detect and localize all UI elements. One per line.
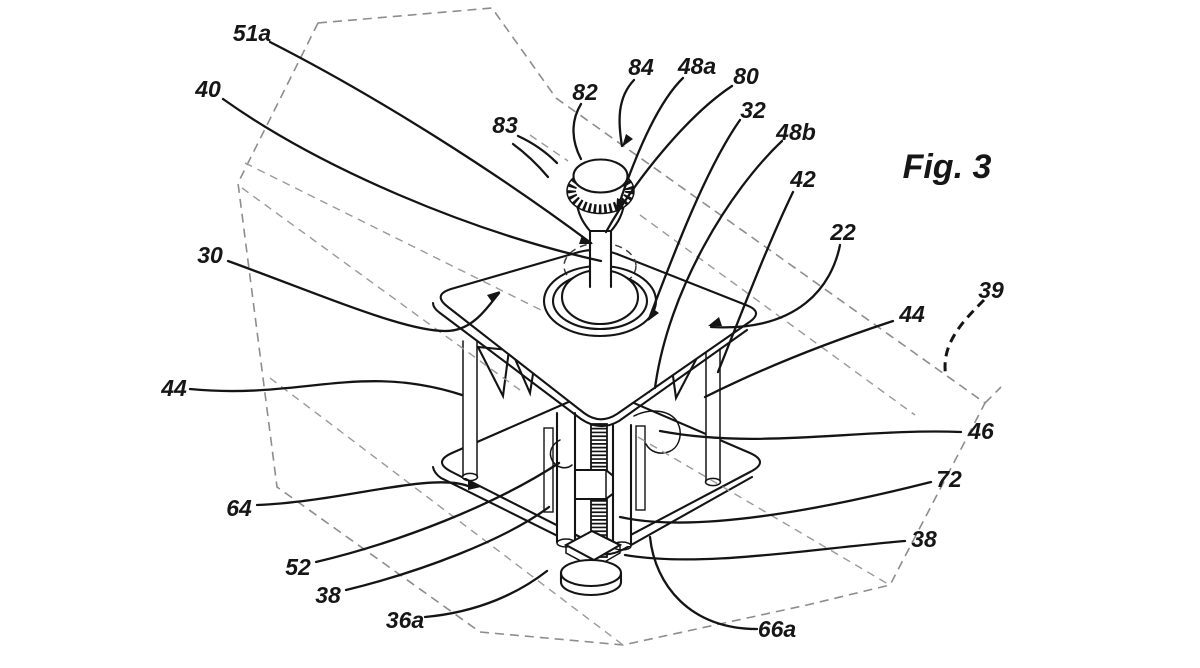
- foot-disc-side: [559, 571, 623, 597]
- leader-72: [618, 480, 933, 524]
- leader-30: [226, 259, 501, 333]
- leader-44-right: [703, 319, 895, 399]
- right-leg-body: [706, 348, 720, 482]
- ref-label-48b: 48b: [775, 119, 816, 145]
- leader-84: [618, 78, 636, 148]
- ref-label-42: 42: [789, 166, 816, 192]
- front-right-post-outline: [611, 423, 633, 547]
- ref-label-30: 30: [197, 242, 223, 268]
- leader-36a: [423, 569, 549, 619]
- arrowhead-22: [708, 317, 722, 326]
- ref-label-44-left: 44: [160, 375, 187, 401]
- phantom-inner-edge-4: [269, 377, 624, 646]
- figure-caption: Fig. 3: [903, 148, 992, 186]
- front-left-post-body: [557, 412, 575, 543]
- phantom-inner-edge-2: [241, 187, 521, 391]
- leader-51a: [268, 40, 593, 245]
- leader-52: [314, 461, 561, 564]
- phantom-inner-edge-1: [244, 162, 546, 313]
- leader-82: [572, 102, 583, 161]
- ref-label-82: 82: [572, 79, 598, 105]
- reference-numerals: Fig. 3 51a 40 30 83 82 84 48a 80 32 48b …: [160, 20, 1004, 642]
- ref-label-64: 64: [226, 495, 252, 521]
- ref-label-66a: 66a: [758, 616, 797, 642]
- shaft-body: [590, 228, 611, 290]
- phantom-inner-edge-3: [529, 134, 916, 416]
- leader-66a: [648, 535, 759, 631]
- lead-screw-assembly: [543, 410, 681, 597]
- foot-disc-top: [559, 558, 623, 588]
- leader-42: [716, 190, 795, 374]
- left-leg-foot: [461, 472, 479, 482]
- arrowhead-51a: [579, 235, 593, 244]
- left-leg-body: [463, 340, 477, 478]
- left-clamp-hook: [549, 439, 573, 469]
- ref-label-44-right: 44: [898, 301, 925, 327]
- phantom-outer-edge: [237, 7, 987, 646]
- leader-38-right: [623, 539, 907, 561]
- top-plate-thickness-edge: [431, 301, 749, 428]
- rear-right-post: [635, 425, 646, 511]
- ref-label-36a: 36a: [386, 607, 425, 633]
- ref-label-52: 52: [285, 554, 311, 580]
- leader-48a: [615, 76, 685, 212]
- leader-46: [658, 429, 963, 440]
- phantom-inner-edge-5: [637, 436, 889, 585]
- ref-label-39: 39: [978, 277, 1004, 303]
- front-left-post-outline: [555, 411, 577, 544]
- joystick-boss-and-knob: [542, 158, 658, 338]
- right-leg-foot: [704, 477, 722, 487]
- arrowhead-64: [468, 481, 481, 490]
- leader-83: [511, 134, 559, 179]
- front-right-post-body: [613, 424, 631, 546]
- knob-top-face: [572, 158, 629, 194]
- ref-label-38-right: 38: [911, 526, 937, 552]
- ref-label-48a: 48a: [677, 53, 717, 79]
- phantom-corner-tick: [984, 386, 1002, 404]
- leader-lines: [188, 40, 986, 631]
- leader-32: [647, 118, 742, 321]
- leader-38-left: [344, 505, 551, 592]
- leader-39-dashed: [943, 298, 986, 378]
- right-leg-outline: [705, 348, 721, 482]
- ref-label-22: 22: [829, 219, 856, 245]
- ref-label-46: 46: [967, 418, 994, 444]
- phantom-housing-outline: [237, 7, 1002, 646]
- leader-22: [709, 243, 842, 329]
- ref-label-40: 40: [194, 76, 221, 102]
- arrowhead-32: [648, 308, 659, 321]
- leader-48b: [653, 139, 784, 390]
- ref-label-32: 32: [740, 97, 766, 123]
- phantom-interior-edges: [241, 134, 916, 646]
- leader-64: [255, 481, 470, 507]
- ref-label-51a: 51a: [233, 20, 272, 46]
- arrowhead-30: [487, 291, 500, 302]
- leader-80: [604, 84, 734, 234]
- ref-label-84: 84: [628, 54, 654, 80]
- left-leg-outline: [462, 340, 478, 477]
- leader-40: [221, 97, 603, 263]
- arrowhead-84: [622, 134, 633, 147]
- right-clamp-hook: [633, 410, 681, 454]
- leader-44-left: [188, 380, 464, 397]
- ref-label-83: 83: [492, 112, 518, 138]
- ref-label-38-left: 38: [315, 582, 341, 608]
- ref-label-72: 72: [936, 466, 962, 492]
- hidden-opening-dashed-circle: [563, 242, 637, 290]
- ref-label-80: 80: [733, 63, 759, 89]
